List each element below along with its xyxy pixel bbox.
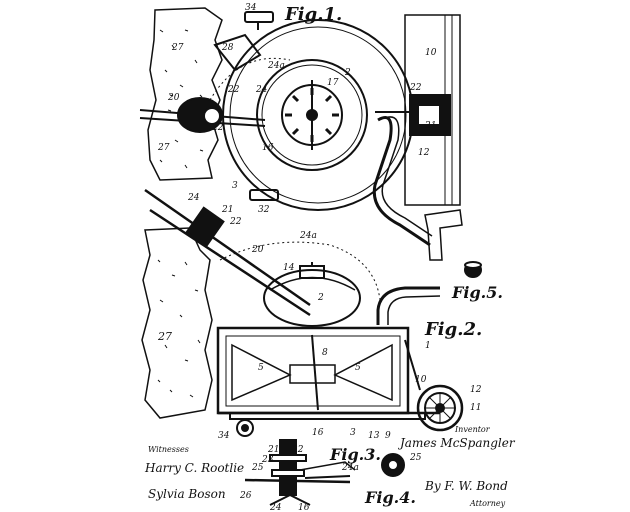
ref-fig1-21: 21 — [424, 121, 436, 131]
ground-line-fig3 — [244, 478, 351, 484]
ref-fig4-25: 25 — [409, 453, 422, 463]
ref-fig3-24a: 24a — [341, 463, 359, 473]
ref-fig2-22: 22 — [229, 217, 242, 227]
ref-fig2-34: 34 — [218, 431, 230, 441]
outlet-pipe-fig1 — [372, 116, 431, 247]
ref-fig2-1: 1 — [425, 341, 431, 351]
figure-1 — [139, 7, 463, 261]
wall-section-fig1 — [147, 7, 223, 181]
ref-fig2-20: 20 — [251, 245, 264, 255]
ref-fig1-17: 17 — [327, 78, 339, 88]
ref-fig1-27b: 27 — [157, 143, 170, 153]
ref-fig2-10: 10 — [415, 375, 427, 385]
ref-fig1-34: 34 — [245, 3, 257, 13]
ref-fig2-12: 12 — [470, 385, 482, 395]
ref-fig2-24a: 24a — [299, 231, 317, 241]
witnesses-heading: Witnesses — [148, 445, 189, 454]
ref-fig2-13: 13 — [368, 431, 380, 441]
fig2-label: Fig.2. — [424, 319, 482, 340]
fan-housing-inner — [256, 59, 368, 171]
ref-fig2-2: 2 — [317, 293, 324, 303]
ref-fig1-16: 16 — [262, 143, 274, 153]
attorney-signature: By F. W. Bond — [424, 479, 508, 493]
witness-2-signature: Sylvia Boson — [148, 487, 226, 501]
ref-fig2-27: 27 — [157, 330, 172, 343]
ref-fig1-27: 27 — [171, 43, 184, 53]
fig3-label: Fig.3. — [329, 445, 381, 464]
ref-fig1-10a: 10 — [425, 48, 437, 58]
wall-section-fig2 — [141, 227, 213, 419]
inventor-signature: James McSpangler — [397, 436, 516, 450]
ref-fig2-24: 24 — [187, 193, 200, 203]
ref-fig1-22b: 22 — [211, 123, 224, 133]
ref-fig3-21: 21 — [267, 445, 279, 455]
ref-fig2-16: 16 — [312, 428, 324, 438]
brush-head-fig2 — [185, 206, 225, 248]
ref-fig2-11: 11 — [470, 403, 481, 413]
ref-fig2-14: 14 — [283, 263, 295, 273]
ref-fig2-5a: 5 — [258, 363, 264, 373]
ref-fig1-24: 24 — [255, 85, 268, 95]
ref-fig1-28: 28 — [221, 43, 234, 53]
ref-fig3-16: 16 — [298, 503, 310, 512]
ref-fig3-22: 22 — [291, 445, 304, 455]
ref-fig2-3: 3 — [350, 428, 356, 438]
outlet-pipe-fig2 — [376, 286, 440, 325]
inventor-heading: Inventor — [454, 425, 491, 434]
figure-3 — [244, 439, 356, 506]
witness-1-signature: Harry C. Rootlie — [144, 461, 244, 475]
ref-fig2-21: 21 — [221, 205, 233, 215]
ref-fig2-5b: 5 — [355, 363, 361, 373]
hose-arm-fig2 — [144, 188, 311, 307]
ref-fig1-2: 2 — [344, 68, 351, 78]
ref-fig1-22c: 22 — [409, 83, 422, 93]
wall-stipple-fig2 — [157, 259, 201, 398]
ref-fig3-26: 26 — [239, 491, 252, 501]
ref-fig2-8: 8 — [322, 348, 328, 358]
wall-column-fig1 — [404, 14, 461, 206]
ref-fig3-23: 23 — [261, 455, 274, 465]
ref-fig1-24a: 24a — [267, 61, 285, 71]
figure-2 — [141, 188, 464, 437]
ref-fig1-32: 32 — [258, 205, 270, 215]
dust-bowl — [263, 269, 361, 327]
front-wheel — [236, 419, 254, 437]
ref-fig3-25a: 25 — [251, 463, 264, 473]
ref-fig1-3: 3 — [232, 181, 238, 191]
fig4-label: Fig.4. — [364, 488, 416, 507]
ref-fig1-22a: 22 — [227, 85, 240, 95]
fig5-label: Fig.5. — [451, 283, 503, 302]
nozzle-fig1 — [424, 209, 463, 261]
ref-fig1-12: 12 — [418, 148, 430, 158]
ref-fig3-24: 24 — [269, 503, 282, 512]
figure-4 — [381, 453, 405, 477]
rear-wheel — [416, 384, 464, 432]
attorney-heading: Attorney — [469, 499, 506, 508]
figure-5 — [464, 261, 482, 278]
ref-fig2-9: 9 — [385, 431, 391, 441]
fig1-label: Fig.1. — [284, 4, 342, 25]
ref-fig1-20: 20 — [167, 93, 180, 103]
